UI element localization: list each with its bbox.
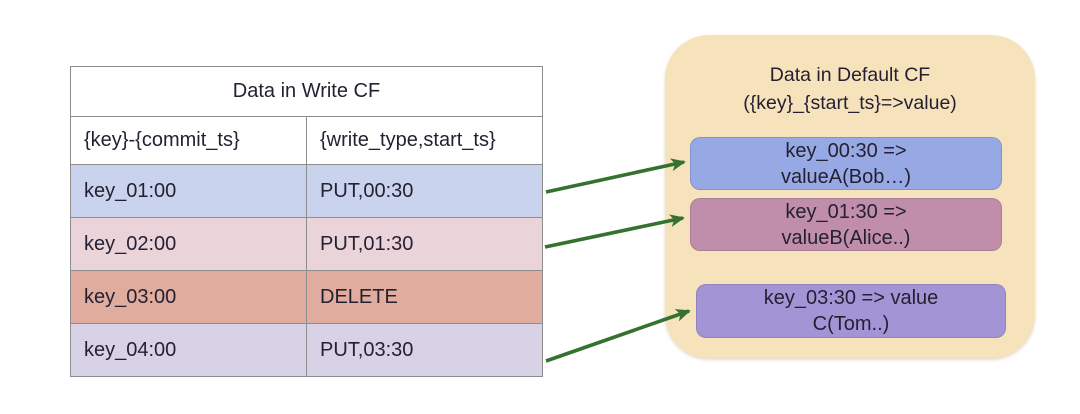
- arrow-row2-to-entry2: [544, 214, 685, 249]
- cf-entry: key_03:30 => value C(Tom..): [696, 284, 1006, 338]
- table-title-row: Data in Write CF: [70, 66, 543, 117]
- default-cf-panel: Data in Default CF ({key}_{start_ts}=>va…: [665, 35, 1035, 358]
- cf-entry-line2: valueB(Alice..): [781, 226, 911, 249]
- table-row: key_01:00 PUT,00:30: [70, 164, 543, 218]
- table-row: key_04:00 PUT,03:30: [70, 323, 543, 377]
- row-write-cell: PUT,03:30: [306, 323, 543, 377]
- row-write-cell: DELETE: [306, 270, 543, 324]
- row-write-cell: PUT,01:30: [306, 217, 543, 271]
- column-header-key: {key}-{commit_ts}: [70, 116, 307, 165]
- row-write-cell: PUT,00:30: [306, 164, 543, 218]
- table-title: Data in Write CF: [70, 66, 543, 117]
- cf-entry: key_00:30 => valueA(Bob…): [690, 137, 1002, 190]
- panel-title-line1: Data in Default CF: [769, 64, 931, 86]
- row-key-cell: key_02:00: [70, 217, 307, 271]
- arrow-row1-to-entry1: [545, 158, 686, 194]
- row-key-cell: key_04:00: [70, 323, 307, 377]
- column-header-write: {write_type,start_ts}: [306, 116, 543, 165]
- cf-entry-line2: valueA(Bob…): [780, 165, 912, 188]
- cf-entry-line1: key_03:30 => value: [763, 287, 939, 309]
- panel-title: Data in Default CF ({key}_{start_ts}=>va…: [665, 61, 1035, 117]
- table-row: key_02:00 PUT,01:30: [70, 217, 543, 271]
- table-row: key_03:00 DELETE: [70, 270, 543, 324]
- cf-entry: key_01:30 => valueB(Alice..): [690, 198, 1002, 251]
- cf-entry-line2: C(Tom..): [812, 313, 890, 335]
- row-key-cell: key_01:00: [70, 164, 307, 218]
- panel-title-line2: ({key}_{start_ts}=>value): [743, 92, 957, 114]
- cf-entry-line1: key_00:30 =>: [785, 139, 907, 162]
- write-cf-table: Data in Write CF {key}-{commit_ts} {writ…: [70, 66, 543, 377]
- cf-entry-line1: key_01:30 =>: [785, 200, 907, 223]
- row-key-cell: key_03:00: [70, 270, 307, 324]
- table-column-header-row: {key}-{commit_ts} {write_type,start_ts}: [70, 116, 543, 165]
